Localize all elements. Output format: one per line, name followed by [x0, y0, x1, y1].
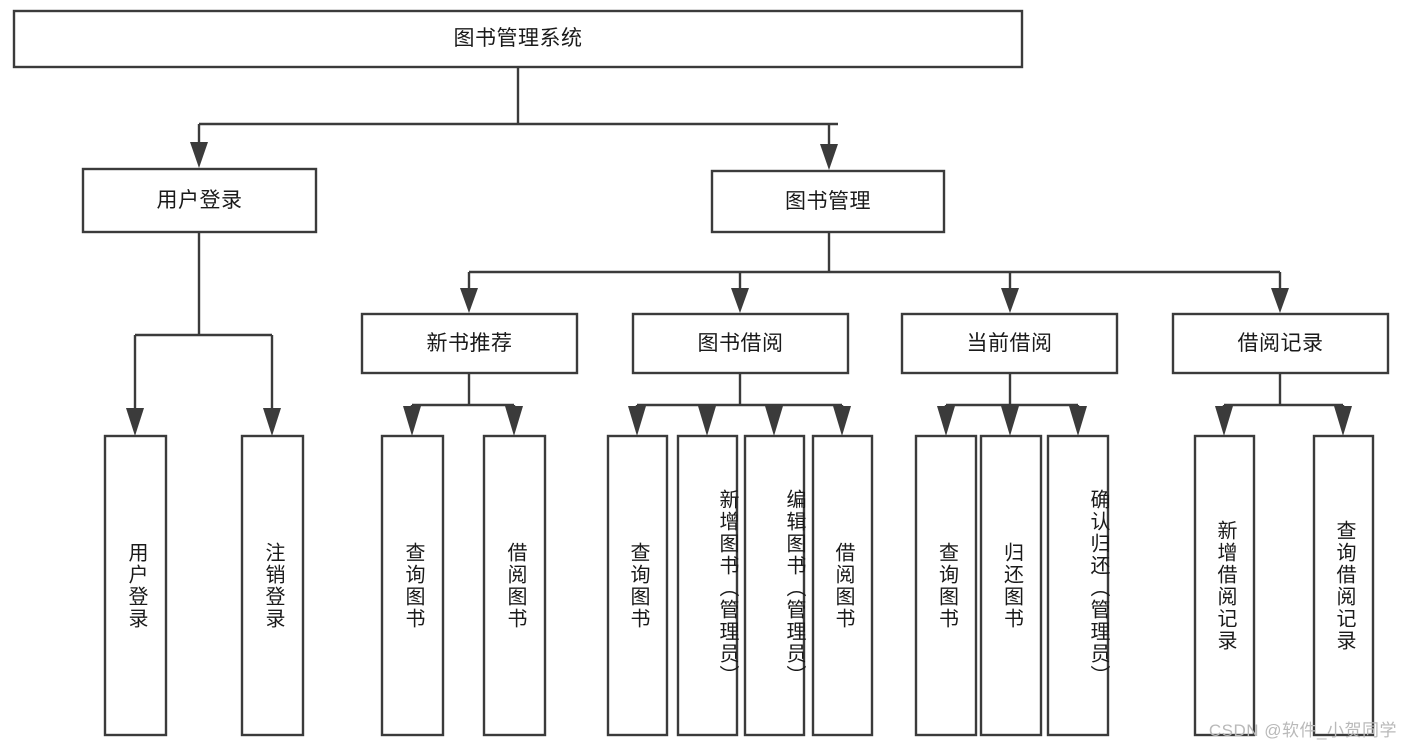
arrow-head-leaf-query-book-borrow — [628, 406, 646, 436]
arrow-head-leaf-query-book-current — [937, 406, 955, 436]
node-box-leaf-query-book-current[interactable] — [914, 434, 978, 737]
connector-group-current-borrow — [937, 373, 1087, 436]
connector-group-book-borrow — [628, 373, 851, 436]
node-box-leaf-borrow-book-rec[interactable] — [482, 434, 547, 737]
node-box-book-manage[interactable] — [710, 169, 946, 234]
node-box-leaf-query-borrow-record[interactable] — [1312, 434, 1375, 737]
arrow-head-leaf-confirm-return-admin — [1069, 406, 1087, 436]
arrow-head-leaf-user-login — [126, 408, 144, 436]
node-box-leaf-return-book[interactable] — [979, 434, 1043, 737]
arrow-head-new-book-recommend — [460, 288, 478, 313]
connector-group-borrow-record — [1215, 373, 1352, 436]
arrow-head-leaf-edit-book-admin — [765, 406, 783, 436]
node-box-leaf-user-login[interactable] — [103, 434, 168, 737]
arrow-head-borrow-record — [1271, 288, 1289, 313]
node-box-leaf-borrow-book[interactable] — [811, 434, 874, 737]
arrow-head-user-login — [190, 142, 208, 168]
node-box-user-login[interactable] — [81, 167, 318, 234]
connector-group-root — [190, 67, 838, 170]
arrow-head-leaf-borrow-book — [833, 406, 851, 436]
arrow-head-leaf-return-book — [1001, 406, 1019, 436]
node-box-leaf-add-book-admin[interactable] — [676, 434, 739, 737]
connector-group-book-manage — [460, 232, 1289, 313]
connector-group-user-login — [126, 232, 281, 436]
node-box-borrow-record[interactable] — [1171, 312, 1390, 375]
node-box-leaf-edit-book-admin[interactable] — [743, 434, 806, 737]
node-box-leaf-query-book-rec[interactable] — [380, 434, 445, 737]
node-box-root[interactable] — [12, 9, 1024, 69]
arrow-head-leaf-query-borrow-record — [1334, 406, 1352, 436]
arrow-head-leaf-add-book-admin — [698, 406, 716, 436]
arrow-head-current-borrow — [1001, 288, 1019, 313]
node-box-leaf-query-book-borrow[interactable] — [606, 434, 669, 737]
node-box-current-borrow[interactable] — [900, 312, 1119, 375]
arrow-head-leaf-logout — [263, 408, 281, 436]
node-box-new-book-recommend[interactable] — [360, 312, 579, 375]
connector-group-new-book-recommend — [403, 373, 523, 436]
arrow-head-leaf-add-borrow-record — [1215, 406, 1233, 436]
watermark-text: CSDN @软件_小贺同学 — [1208, 721, 1397, 740]
node-box-leaf-add-borrow-record[interactable] — [1193, 434, 1256, 737]
arrow-head-leaf-query-book-rec — [403, 406, 421, 436]
node-box-book-borrow[interactable] — [631, 312, 850, 375]
node-box-leaf-logout[interactable] — [240, 434, 305, 737]
arrow-head-leaf-borrow-book-rec — [505, 406, 523, 436]
arrow-head-book-borrow — [731, 288, 749, 313]
arrow-head-book-manage — [820, 144, 838, 170]
node-box-leaf-confirm-return-admin[interactable] — [1046, 434, 1110, 737]
